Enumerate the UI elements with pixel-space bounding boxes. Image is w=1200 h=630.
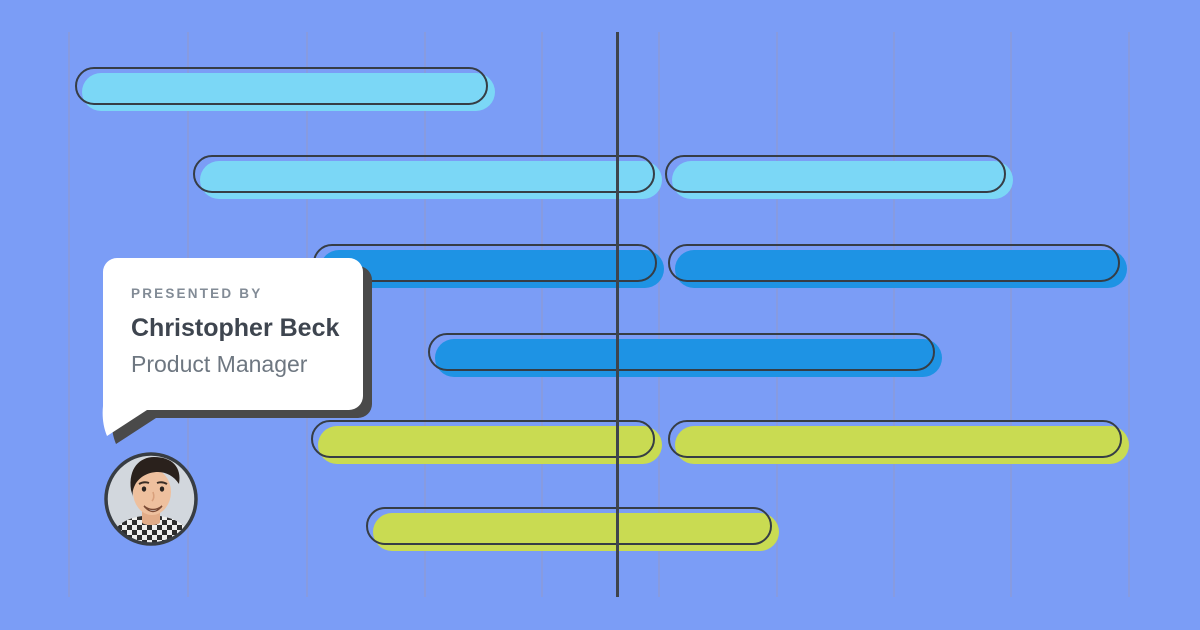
avatar-eye-left <box>141 486 147 492</box>
gantt-bar-cyan[interactable] <box>665 155 1013 199</box>
gantt-bar-cyan[interactable] <box>193 155 662 199</box>
gantt-bar-outline <box>428 333 935 371</box>
gantt-bar-blue[interactable] <box>668 244 1127 288</box>
avatar-eye-right <box>159 486 165 492</box>
gantt-bar-blue[interactable] <box>428 333 942 377</box>
grid-line <box>1010 32 1012 597</box>
presenter-name: Christopher Beck <box>131 314 340 342</box>
avatar-ring <box>104 452 198 546</box>
grid-line <box>658 32 660 597</box>
gantt-bar-green[interactable] <box>311 420 662 464</box>
avatar-smile <box>143 505 163 513</box>
gantt-bar-green[interactable] <box>366 507 779 551</box>
grid-line <box>541 32 543 597</box>
gantt-bar-outline <box>668 420 1122 458</box>
grid-line <box>424 32 426 597</box>
grid-line <box>776 32 778 597</box>
gantt-bar-outline <box>75 67 488 105</box>
speech-bubble-body <box>102 258 364 436</box>
gantt-bar-outline <box>366 507 772 545</box>
gantt-bar-green[interactable] <box>668 420 1129 464</box>
grid-line <box>68 32 70 597</box>
avatar-face <box>133 469 171 515</box>
grid-line <box>893 32 895 597</box>
avatar-eyebrow-right <box>156 481 168 485</box>
avatar-portrait <box>108 457 194 544</box>
presenter-role: Product Manager <box>131 351 308 377</box>
gantt-bar-outline <box>668 244 1120 282</box>
avatar-hair <box>130 457 180 497</box>
gantt-bar-outline <box>193 155 655 193</box>
gantt-bar-cyan[interactable] <box>75 67 495 111</box>
gantt-bar-blue[interactable] <box>313 244 664 288</box>
speech-bubble <box>102 258 373 444</box>
presenter-eyebrow: PRESENTED BY <box>131 286 263 301</box>
grid-line <box>1128 32 1130 597</box>
gantt-bar-outline <box>665 155 1006 193</box>
avatar-nose <box>151 491 155 502</box>
gantt-bar-outline <box>311 420 655 458</box>
avatar-eyebrow-left <box>138 481 150 485</box>
presenter-avatar <box>104 452 198 546</box>
today-marker-line <box>616 32 619 597</box>
